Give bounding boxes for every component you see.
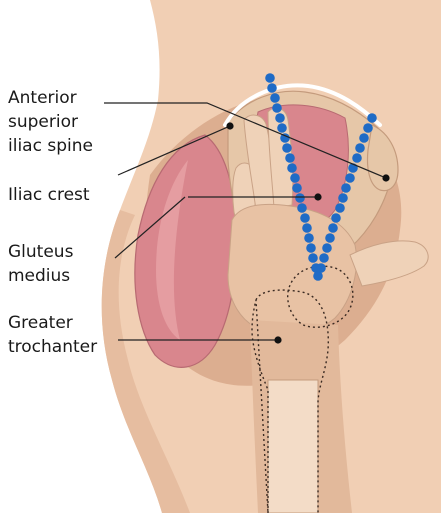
label-iliac-crest: Iliac crest [8, 183, 90, 207]
v-dot [265, 73, 275, 83]
trochanter-label-line1: Greater [8, 311, 97, 335]
v-dot [316, 263, 326, 273]
v-dot [275, 113, 285, 123]
v-dot [308, 253, 318, 263]
v-dot [292, 183, 302, 193]
v-dot [306, 243, 316, 253]
v-dot [331, 213, 341, 223]
v-dot [270, 93, 280, 103]
v-dot [345, 173, 355, 183]
v-dot [363, 123, 373, 133]
v-dot [335, 203, 345, 213]
iliac-crest-label: Iliac crest [8, 183, 90, 207]
iliac-crest-marker [314, 193, 321, 200]
v-dot [302, 223, 312, 233]
trochanter-label-line2: trochanter [8, 335, 97, 359]
v-dot [319, 253, 329, 263]
asis-marker [382, 174, 389, 181]
asis-label-line1: Anterior [8, 86, 93, 110]
trochanter-marker [274, 336, 281, 343]
v-dot [267, 83, 277, 93]
femur-shaft [268, 380, 318, 513]
v-dot [338, 193, 348, 203]
v-dot [325, 233, 335, 243]
v-dot [322, 243, 332, 253]
v-dot [300, 213, 310, 223]
v-dot [367, 113, 377, 123]
gluteus-label-line1: Gluteus [8, 240, 73, 264]
v-dot [295, 193, 305, 203]
label-anterior-superior-iliac-spine: Anterior superior iliac spine [8, 86, 93, 158]
v-dot [352, 153, 362, 163]
v-dot [304, 233, 314, 243]
v-dot [272, 103, 282, 113]
asis-label-line3: iliac spine [8, 134, 93, 158]
v-dot [285, 153, 295, 163]
v-dot [297, 203, 307, 213]
v-dot [282, 143, 292, 153]
label-gluteus-medius: Gluteus medius [8, 240, 73, 288]
v-dot [328, 223, 338, 233]
asis-crest-marker [226, 122, 233, 129]
label-greater-trochanter: Greater trochanter [8, 311, 97, 359]
asis-label-line2: superior [8, 110, 93, 134]
v-dot [359, 133, 369, 143]
v-dot [277, 123, 287, 133]
v-dot [341, 183, 351, 193]
v-dot [355, 143, 365, 153]
v-dot [287, 163, 297, 173]
gluteus-label-line2: medius [8, 264, 73, 288]
v-dot [290, 173, 300, 183]
